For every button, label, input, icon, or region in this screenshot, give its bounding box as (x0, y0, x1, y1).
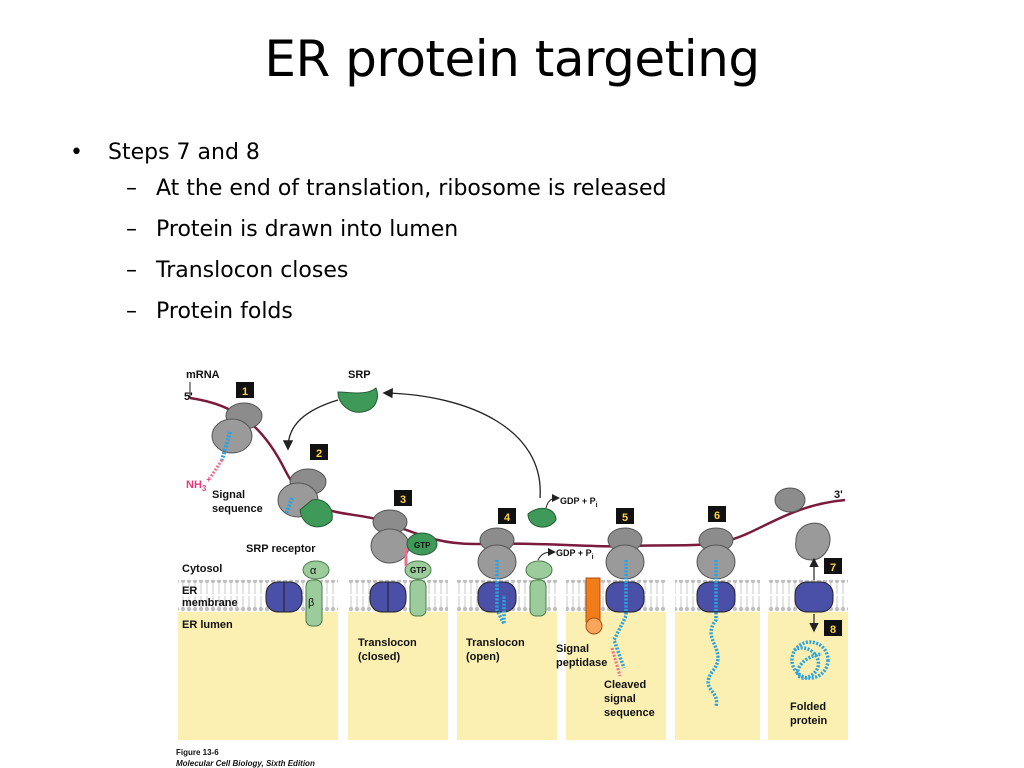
slide-title: ER protein targeting (264, 30, 760, 88)
five-prime-label: 5' (184, 391, 193, 403)
sub-bullet-text: At the end of translation, ribosome is r… (156, 176, 667, 201)
mrna-strand (189, 396, 846, 548)
sub-bullet-item: – Translocon closes (70, 256, 667, 297)
panel-3 (348, 580, 448, 740)
ribosome-step-1 (208, 402, 263, 479)
sub-bullet-item: – At the end of translation, ribosome is… (70, 174, 667, 215)
srp-receptor (265, 560, 330, 627)
gdp-pi-label: GDP + Pi (560, 496, 598, 509)
gtp-label: GTP (410, 566, 427, 575)
step-8-badge: 8 (824, 620, 842, 636)
sub-bullet-text: Protein is drawn into lumen (156, 217, 459, 242)
gtp-label: GTP (414, 541, 431, 550)
sub-bullet-text: Translocon closes (156, 258, 349, 283)
sub-bullet-marker: – (126, 299, 137, 324)
svg-text:6: 6 (714, 510, 720, 522)
mrna-label: mRNA (186, 369, 220, 381)
ribosome-step-6 (696, 527, 736, 707)
step-1-badge: 1 (236, 382, 254, 398)
srp-label: SRP (348, 369, 371, 381)
ribosome-step-7 (774, 487, 834, 680)
svg-text:8: 8 (830, 624, 836, 636)
translocon-closed-label: Translocon(closed) (358, 637, 417, 663)
svg-text:3: 3 (400, 494, 406, 506)
svg-text:4: 4 (504, 512, 511, 524)
step-3-badge: 3 (394, 490, 412, 506)
srp-particle (337, 387, 378, 413)
sub-bullet-marker: – (126, 258, 137, 283)
sub-bullet-marker: – (126, 176, 137, 201)
step-7-badge: 7 (824, 558, 842, 574)
sub-bullet-item: – Protein folds (70, 297, 667, 338)
ribosome-step-5 (585, 527, 645, 677)
beta-label: β (308, 597, 314, 609)
step-5-badge: 5 (616, 508, 634, 524)
bullet-marker: • (70, 140, 83, 165)
figure-caption: Figure 13-6 (176, 748, 219, 757)
gdp-release-arrow-2 (537, 548, 556, 561)
bullet-item: • Steps 7 and 8 (70, 138, 667, 174)
sub-bullet-marker: – (126, 217, 137, 242)
er-lumen-label: ER lumen (182, 619, 233, 631)
ribosome-step-4 (477, 507, 557, 625)
srp-receptor-label: SRP receptor (246, 543, 316, 555)
step-2-badge: 2 (310, 444, 328, 460)
ribosome-step-3 (369, 509, 438, 617)
svg-text:7: 7 (830, 562, 836, 574)
gdp-release-arrow-1 (545, 494, 560, 509)
sub-bullet-text: Protein folds (156, 299, 293, 324)
svg-text:1: 1 (242, 386, 248, 398)
gdp-pi-label: GDP + Pi (556, 548, 594, 561)
svg-text:2: 2 (316, 448, 322, 460)
step-6-badge: 6 (708, 506, 726, 522)
bullet-list: • Steps 7 and 8 – At the end of translat… (70, 138, 667, 338)
translocon-open-label: Translocon(open) (466, 637, 525, 663)
bullet-text: Steps 7 and 8 (108, 140, 260, 165)
svg-text:5: 5 (622, 512, 628, 524)
ribosome-step-2 (277, 468, 333, 528)
srp-recycle-arrow (382, 387, 541, 499)
step-4-badge: 4 (498, 508, 516, 524)
sub-bullet-item: – Protein is drawn into lumen (70, 215, 667, 256)
figure-caption-source: Molecular Cell Biology, Sixth Edition (176, 759, 315, 768)
alpha-label: α (310, 565, 317, 577)
cytosol-label: Cytosol (182, 563, 222, 575)
three-prime-label: 3' (834, 489, 843, 501)
srp-binding-arrow (282, 399, 339, 451)
nh3-label: NH3+ (186, 475, 211, 493)
panel-5 (566, 580, 666, 740)
